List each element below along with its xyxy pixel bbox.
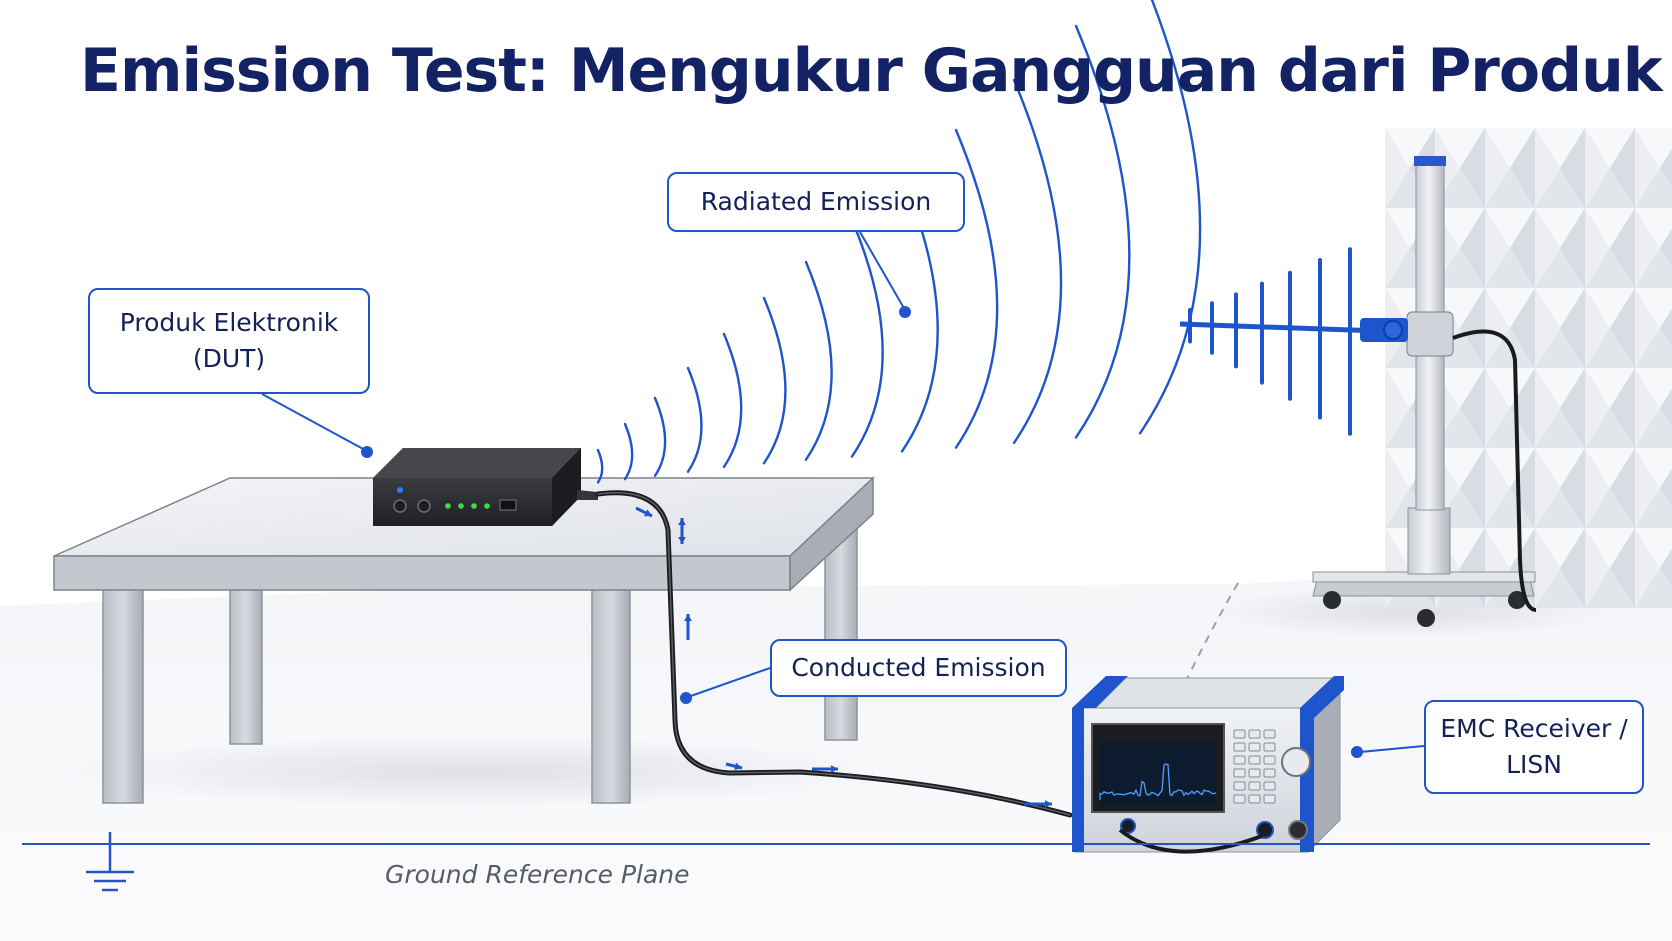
callout-emc-line2: LISN: [1506, 747, 1562, 783]
dut-led-icon: [445, 503, 451, 509]
callout-dut-line2: (DUT): [193, 341, 265, 377]
callout-emc-line1: EMC Receiver /: [1440, 711, 1627, 747]
page-title: Emission Test: Mengukur Gangguan dari Pr…: [80, 36, 1662, 106]
wave-arc: [655, 398, 665, 476]
receiver-key: [1264, 795, 1275, 803]
callout-conducted-emission: Conducted Emission: [770, 639, 1067, 697]
callout-dut-line1: Produk Elektronik: [120, 305, 339, 341]
dut-led-icon: [471, 503, 477, 509]
dut-usb-port: [500, 500, 516, 510]
dut-button-icon: [394, 500, 406, 512]
dut-led-icon: [458, 503, 464, 509]
callout-conducted-label: Conducted Emission: [791, 650, 1045, 686]
receiver-key: [1264, 769, 1275, 777]
callout-radiated-emission: Radiated Emission: [667, 172, 965, 232]
wave-arc: [764, 298, 785, 463]
callout-dut: Produk Elektronik (DUT): [88, 288, 370, 394]
receiver-key: [1234, 730, 1245, 738]
receiver-key: [1234, 782, 1245, 790]
receiver-key: [1234, 795, 1245, 803]
dut-power-led: [397, 487, 403, 493]
ground-plane-label: Ground Reference Plane: [385, 860, 690, 889]
wave-arc: [852, 220, 883, 457]
receiver-key: [1249, 782, 1260, 790]
receiver-key: [1234, 769, 1245, 777]
receiver-key: [1249, 795, 1260, 803]
receiver-key: [1234, 743, 1245, 751]
receiver-key: [1264, 756, 1275, 764]
wave-arc: [724, 334, 741, 467]
wave-arc: [1014, 80, 1061, 443]
dut-led-icon: [484, 503, 490, 509]
callout-radiated-label: Radiated Emission: [701, 184, 932, 220]
antenna-icon: [1180, 249, 1408, 434]
wave-arc: [625, 424, 632, 479]
receiver-key: [1249, 730, 1260, 738]
wave-arc: [806, 262, 832, 460]
receiver-key: [1264, 730, 1275, 738]
receiver-key: [1249, 769, 1260, 777]
dut-button-icon: [418, 500, 430, 512]
receiver-key: [1264, 743, 1275, 751]
callout-emc-receiver: EMC Receiver / LISN: [1424, 700, 1644, 794]
receiver-key: [1249, 756, 1260, 764]
receiver-key: [1264, 782, 1275, 790]
wave-arc: [688, 368, 701, 472]
receiver-key: [1249, 743, 1260, 751]
receiver-key: [1234, 756, 1245, 764]
emc-receiver: [1072, 676, 1344, 852]
